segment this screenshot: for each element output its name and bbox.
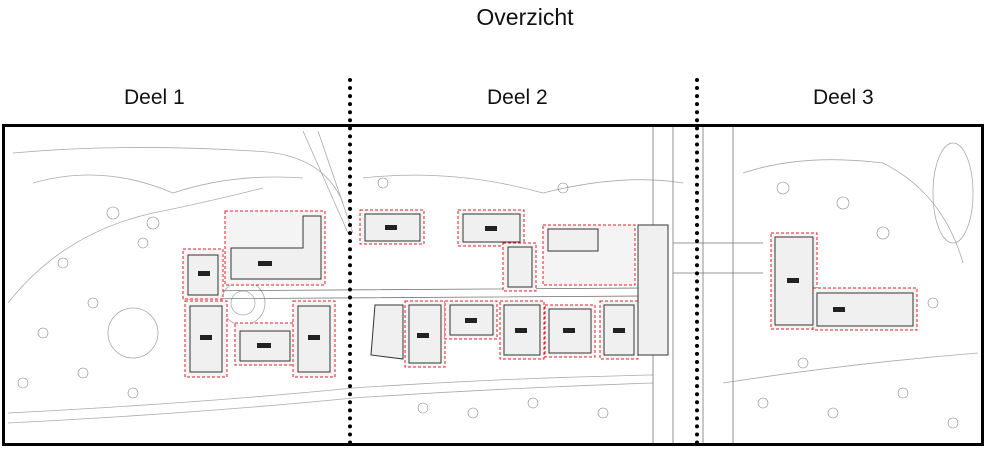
site-plan-frame <box>2 124 984 446</box>
section-label-deel-2: Deel 2 <box>487 86 548 109</box>
divider-deel-1-2 <box>348 78 352 445</box>
section-label-deel-3: Deel 3 <box>813 86 874 109</box>
trees <box>17 177 959 429</box>
site-plan-drawing <box>7 127 979 443</box>
section-label-deel-1: Deel 1 <box>124 86 185 109</box>
terrain-lines <box>7 130 979 424</box>
building-labels <box>198 225 845 348</box>
page-title: Overzicht <box>476 4 574 30</box>
divider-deel-2-3 <box>695 78 699 445</box>
